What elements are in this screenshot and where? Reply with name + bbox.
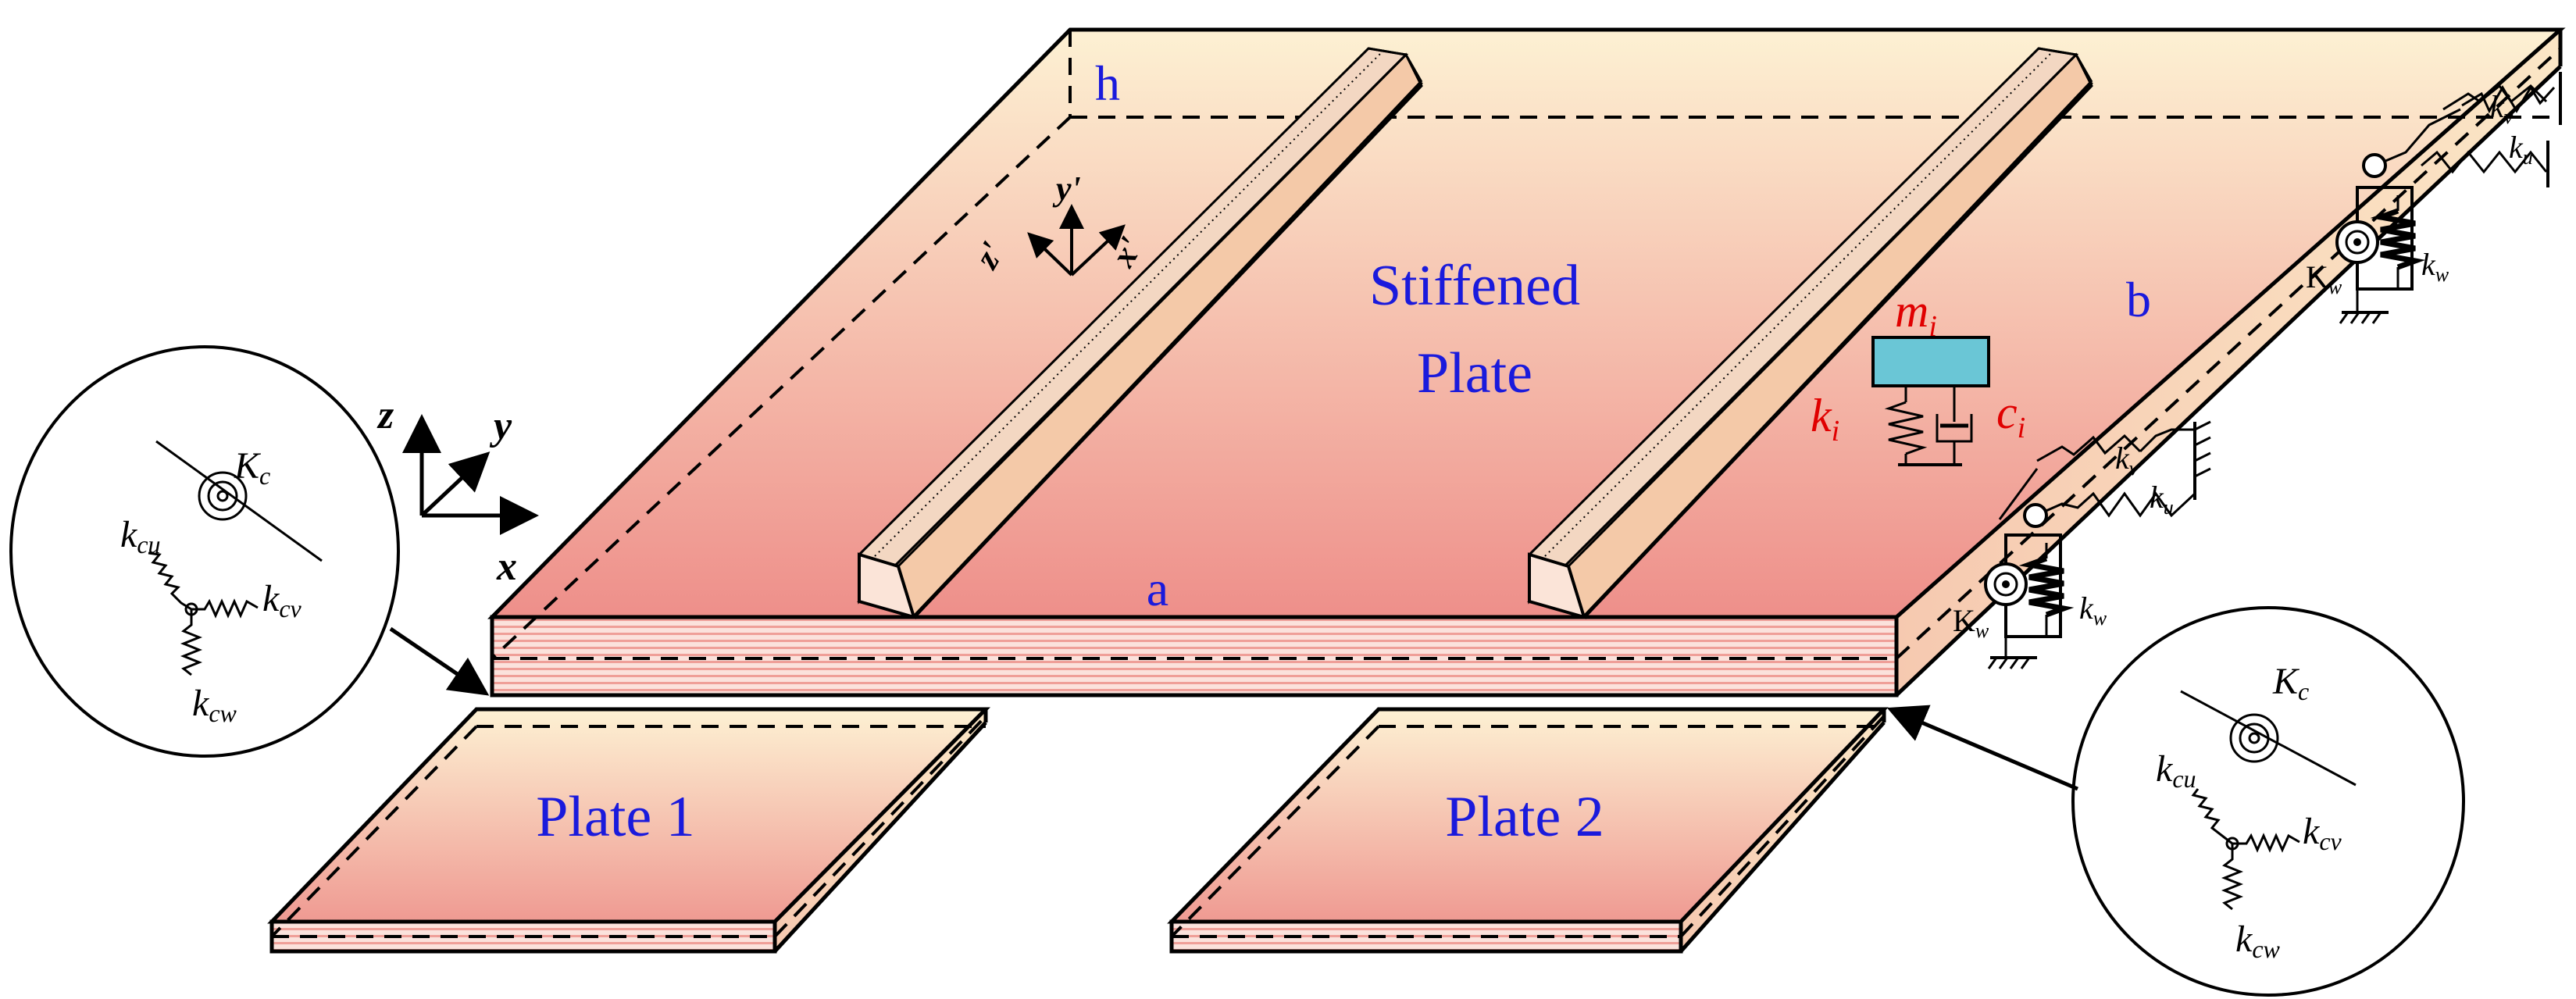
stiffened-plate-label-line1: Stiffened bbox=[1369, 254, 1580, 318]
left-kcv-label: kcv bbox=[262, 578, 302, 623]
dimension-h-label: h bbox=[1095, 55, 1120, 111]
damper-label: ci bbox=[1996, 387, 2025, 444]
main-plate-side-face bbox=[1896, 30, 2560, 695]
stiffener-left bbox=[857, 47, 1423, 619]
right-kcv-label: kcv bbox=[2303, 811, 2342, 855]
stiffened-plate-label-line2: Plate bbox=[1417, 341, 1532, 405]
coupling-springs-right: Kc kcu kcv kcw bbox=[1886, 606, 2465, 997]
upper-kv-label: kv bbox=[2490, 89, 2514, 128]
axis-x-label: x bbox=[496, 544, 517, 589]
dimension-b-label: b bbox=[2126, 272, 2151, 327]
attached-mass-spring-damper: mi ki ci bbox=[1811, 285, 2025, 466]
lower-ku-label: ku bbox=[2150, 480, 2174, 519]
lower-kv-label: kv bbox=[2115, 441, 2139, 480]
plate-1 bbox=[267, 707, 991, 954]
plate-2-label: Plate 2 bbox=[1445, 785, 1604, 849]
edge-springs-upper: kv ku Kw kw bbox=[2306, 72, 2562, 324]
local-y-label: y' bbox=[1052, 169, 1081, 208]
axis-y-label: y bbox=[489, 404, 512, 448]
lower-kw-label: kw bbox=[2079, 590, 2107, 630]
mass-label: mi bbox=[1895, 285, 1937, 343]
lower-Kw-label: Kw bbox=[1953, 603, 1989, 642]
left-kcw-label: kcw bbox=[192, 683, 237, 727]
dimension-a-label: a bbox=[1147, 561, 1168, 616]
right-Kc-label: Kc bbox=[2272, 661, 2309, 705]
upper-Kw-label: Kw bbox=[2306, 259, 2342, 298]
spring-label: ki bbox=[1811, 390, 1839, 448]
right-kcu-label: kcu bbox=[2156, 748, 2196, 793]
plate-1-label: Plate 1 bbox=[536, 785, 694, 849]
upper-ku-label: ku bbox=[2509, 130, 2533, 169]
upper-kw-label: kw bbox=[2421, 247, 2449, 286]
main-plate-front-face bbox=[492, 617, 1896, 695]
right-kcw-label: kcw bbox=[2235, 919, 2281, 963]
stiffener-right bbox=[1527, 47, 2093, 619]
left-kcu-label: kcu bbox=[120, 514, 161, 558]
coupling-circle-right bbox=[2071, 606, 2465, 997]
axis-z-label: z bbox=[376, 393, 394, 437]
mass-block bbox=[1871, 336, 1990, 387]
plate-2 bbox=[1167, 707, 1889, 954]
coupling-circle-left bbox=[9, 345, 400, 758]
coupling-springs-left: Kc kcu kcv kcw bbox=[9, 345, 490, 758]
left-Kc-label: Kc bbox=[234, 445, 270, 490]
edge-springs-lower: kv ku Kw kw bbox=[1953, 420, 2211, 669]
